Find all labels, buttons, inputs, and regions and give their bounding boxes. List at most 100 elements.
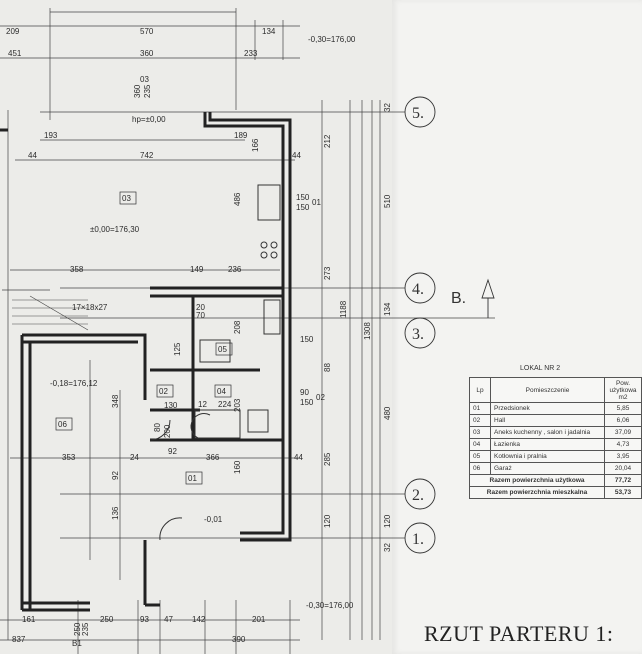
- dim-208: 208: [233, 320, 242, 334]
- dim-837: 837: [12, 635, 26, 644]
- legend-lp: 02: [469, 414, 491, 427]
- dim-160: 160: [233, 460, 242, 474]
- legend-area: 5,85: [604, 402, 642, 415]
- room-01-level: -0,01: [204, 515, 223, 524]
- label-b1: B1: [72, 639, 82, 648]
- legend-total-living: 53,73: [604, 486, 642, 499]
- window-90: 90: [300, 388, 309, 397]
- dim-top-209: 209: [6, 27, 20, 36]
- room-03-dims-b: 235: [143, 84, 152, 98]
- legend-name: Łazienka: [490, 438, 605, 451]
- legend-area: 37,09: [604, 426, 642, 439]
- legend-header-row: Lp Pomieszczenie Pow. użytkowa m2: [469, 377, 642, 403]
- dim-235: 235: [81, 622, 90, 636]
- legend-area: 3,95: [604, 450, 642, 463]
- dim-161: 161: [22, 615, 36, 624]
- dim-200: 200: [163, 424, 172, 438]
- section-label-b: B.: [451, 290, 467, 307]
- dim-142: 142: [192, 615, 206, 624]
- dim-390: 390: [232, 635, 246, 644]
- dim-201: 201: [252, 615, 266, 624]
- dim-250: 250: [73, 622, 82, 636]
- room-03-code: 03: [140, 75, 149, 84]
- dim-88: 88: [323, 363, 332, 372]
- dim-120-b: 120: [383, 514, 392, 528]
- legend-lp: 05: [469, 450, 491, 463]
- dim-32-top: 32: [383, 103, 392, 112]
- dim-193: 193: [44, 131, 58, 140]
- legend-header-lp: Lp: [469, 377, 491, 403]
- legend-area: 6,06: [604, 414, 642, 427]
- table-row: 03 Aneks kuchenny , salon i jadalnia 37,…: [469, 426, 642, 439]
- dim-236: 236: [228, 265, 242, 274]
- dim-top-233: 233: [244, 49, 258, 58]
- dim-480: 480: [383, 406, 392, 420]
- dim-134-right: 134: [383, 302, 392, 316]
- legend-name: Przedsionek: [490, 402, 605, 415]
- axis-4: 4.: [412, 281, 424, 298]
- dim-32-bottom: 32: [383, 543, 392, 552]
- dim-189: 189: [234, 131, 248, 140]
- dim-80: 80: [153, 423, 162, 432]
- dim-366: 366: [206, 453, 220, 462]
- dim-12: 12: [198, 400, 207, 409]
- legend-total-living-row: Razem powierzchnia mieszkalna 53,73: [469, 486, 642, 499]
- axis-2: 2.: [412, 487, 424, 504]
- table-row: 02 Hall 6,06: [469, 414, 642, 427]
- axis-1: 1.: [412, 531, 424, 548]
- dim-top-360: 360: [140, 49, 154, 58]
- legend-header-area: Pow. użytkowa m2: [604, 377, 642, 403]
- axis-5: 5.: [412, 105, 424, 122]
- dim-24: 24: [130, 453, 139, 462]
- table-row: 01 Przedsionek 5,85: [469, 402, 642, 415]
- legend-caption: LOKAL NR 2: [520, 365, 561, 372]
- room-legend-table: Lp Pomieszczenie Pow. użytkowa m2 01 Prz…: [469, 377, 642, 499]
- dim-149: 149: [190, 265, 204, 274]
- dim-353: 353: [62, 453, 76, 462]
- table-row: 06 Garaż 20,04: [469, 462, 642, 475]
- dim-250-bottom: 250: [100, 615, 114, 624]
- dim-top-134: 134: [262, 27, 276, 36]
- drawing-title: RZUT PARTERU 1:: [424, 621, 614, 646]
- dim-742: 742: [140, 151, 154, 160]
- legend-lp: 01: [469, 402, 491, 415]
- legend-name: Aneks kuchenny , salon i jadalnia: [490, 426, 605, 439]
- legend-total-usable-row: Razem powierzchnia użytkowa 77,72: [469, 474, 642, 487]
- window-150-c: 150: [300, 335, 314, 344]
- window-150-b: 150: [296, 203, 310, 212]
- legend-name: Garaż: [490, 462, 605, 475]
- legend-header-name: Pomieszczenie: [490, 377, 605, 403]
- legend-name: Kotłownia i pralnia: [490, 450, 605, 463]
- level-bottom: -0,30=176,00: [306, 601, 354, 610]
- dim-1188: 1188: [339, 300, 348, 318]
- drawing-sheet-left: [0, 0, 392, 654]
- room-03-tag: 03: [122, 194, 131, 203]
- room-03-level: ±0,00=176,30: [90, 225, 140, 234]
- legend-total-usable: 77,72: [604, 474, 642, 487]
- axis-3: 3.: [412, 326, 424, 343]
- dim-285: 285: [323, 452, 332, 466]
- window-150-d: 150: [300, 398, 314, 407]
- room-04-tag: 04: [217, 387, 226, 396]
- dim-1308: 1308: [363, 322, 372, 340]
- dim-358: 358: [70, 265, 84, 274]
- dim-44-right: 44: [292, 151, 301, 160]
- dim-top-570: 570: [140, 27, 154, 36]
- dim-20: 20: [196, 303, 205, 312]
- room-01-tag: 01: [188, 474, 197, 483]
- legend-area: 20,04: [604, 462, 642, 475]
- level-top: -0,30=176,00: [308, 35, 356, 44]
- dim-203: 203: [233, 398, 242, 412]
- dim-47: 47: [164, 615, 173, 624]
- room-03-hp: hp=±0,00: [132, 115, 166, 124]
- dim-510: 510: [383, 194, 392, 208]
- dim-130: 130: [164, 401, 178, 410]
- dim-top-451: 451: [8, 49, 22, 58]
- dim-120-a: 120: [323, 514, 332, 528]
- legend-area: 4,73: [604, 438, 642, 451]
- dim-44-left: 44: [28, 151, 37, 160]
- room-02-tag: 02: [159, 387, 168, 396]
- dim-136: 136: [111, 506, 120, 520]
- dim-44-room01: 44: [294, 453, 303, 462]
- stairs-label: 17×18x27: [72, 303, 108, 312]
